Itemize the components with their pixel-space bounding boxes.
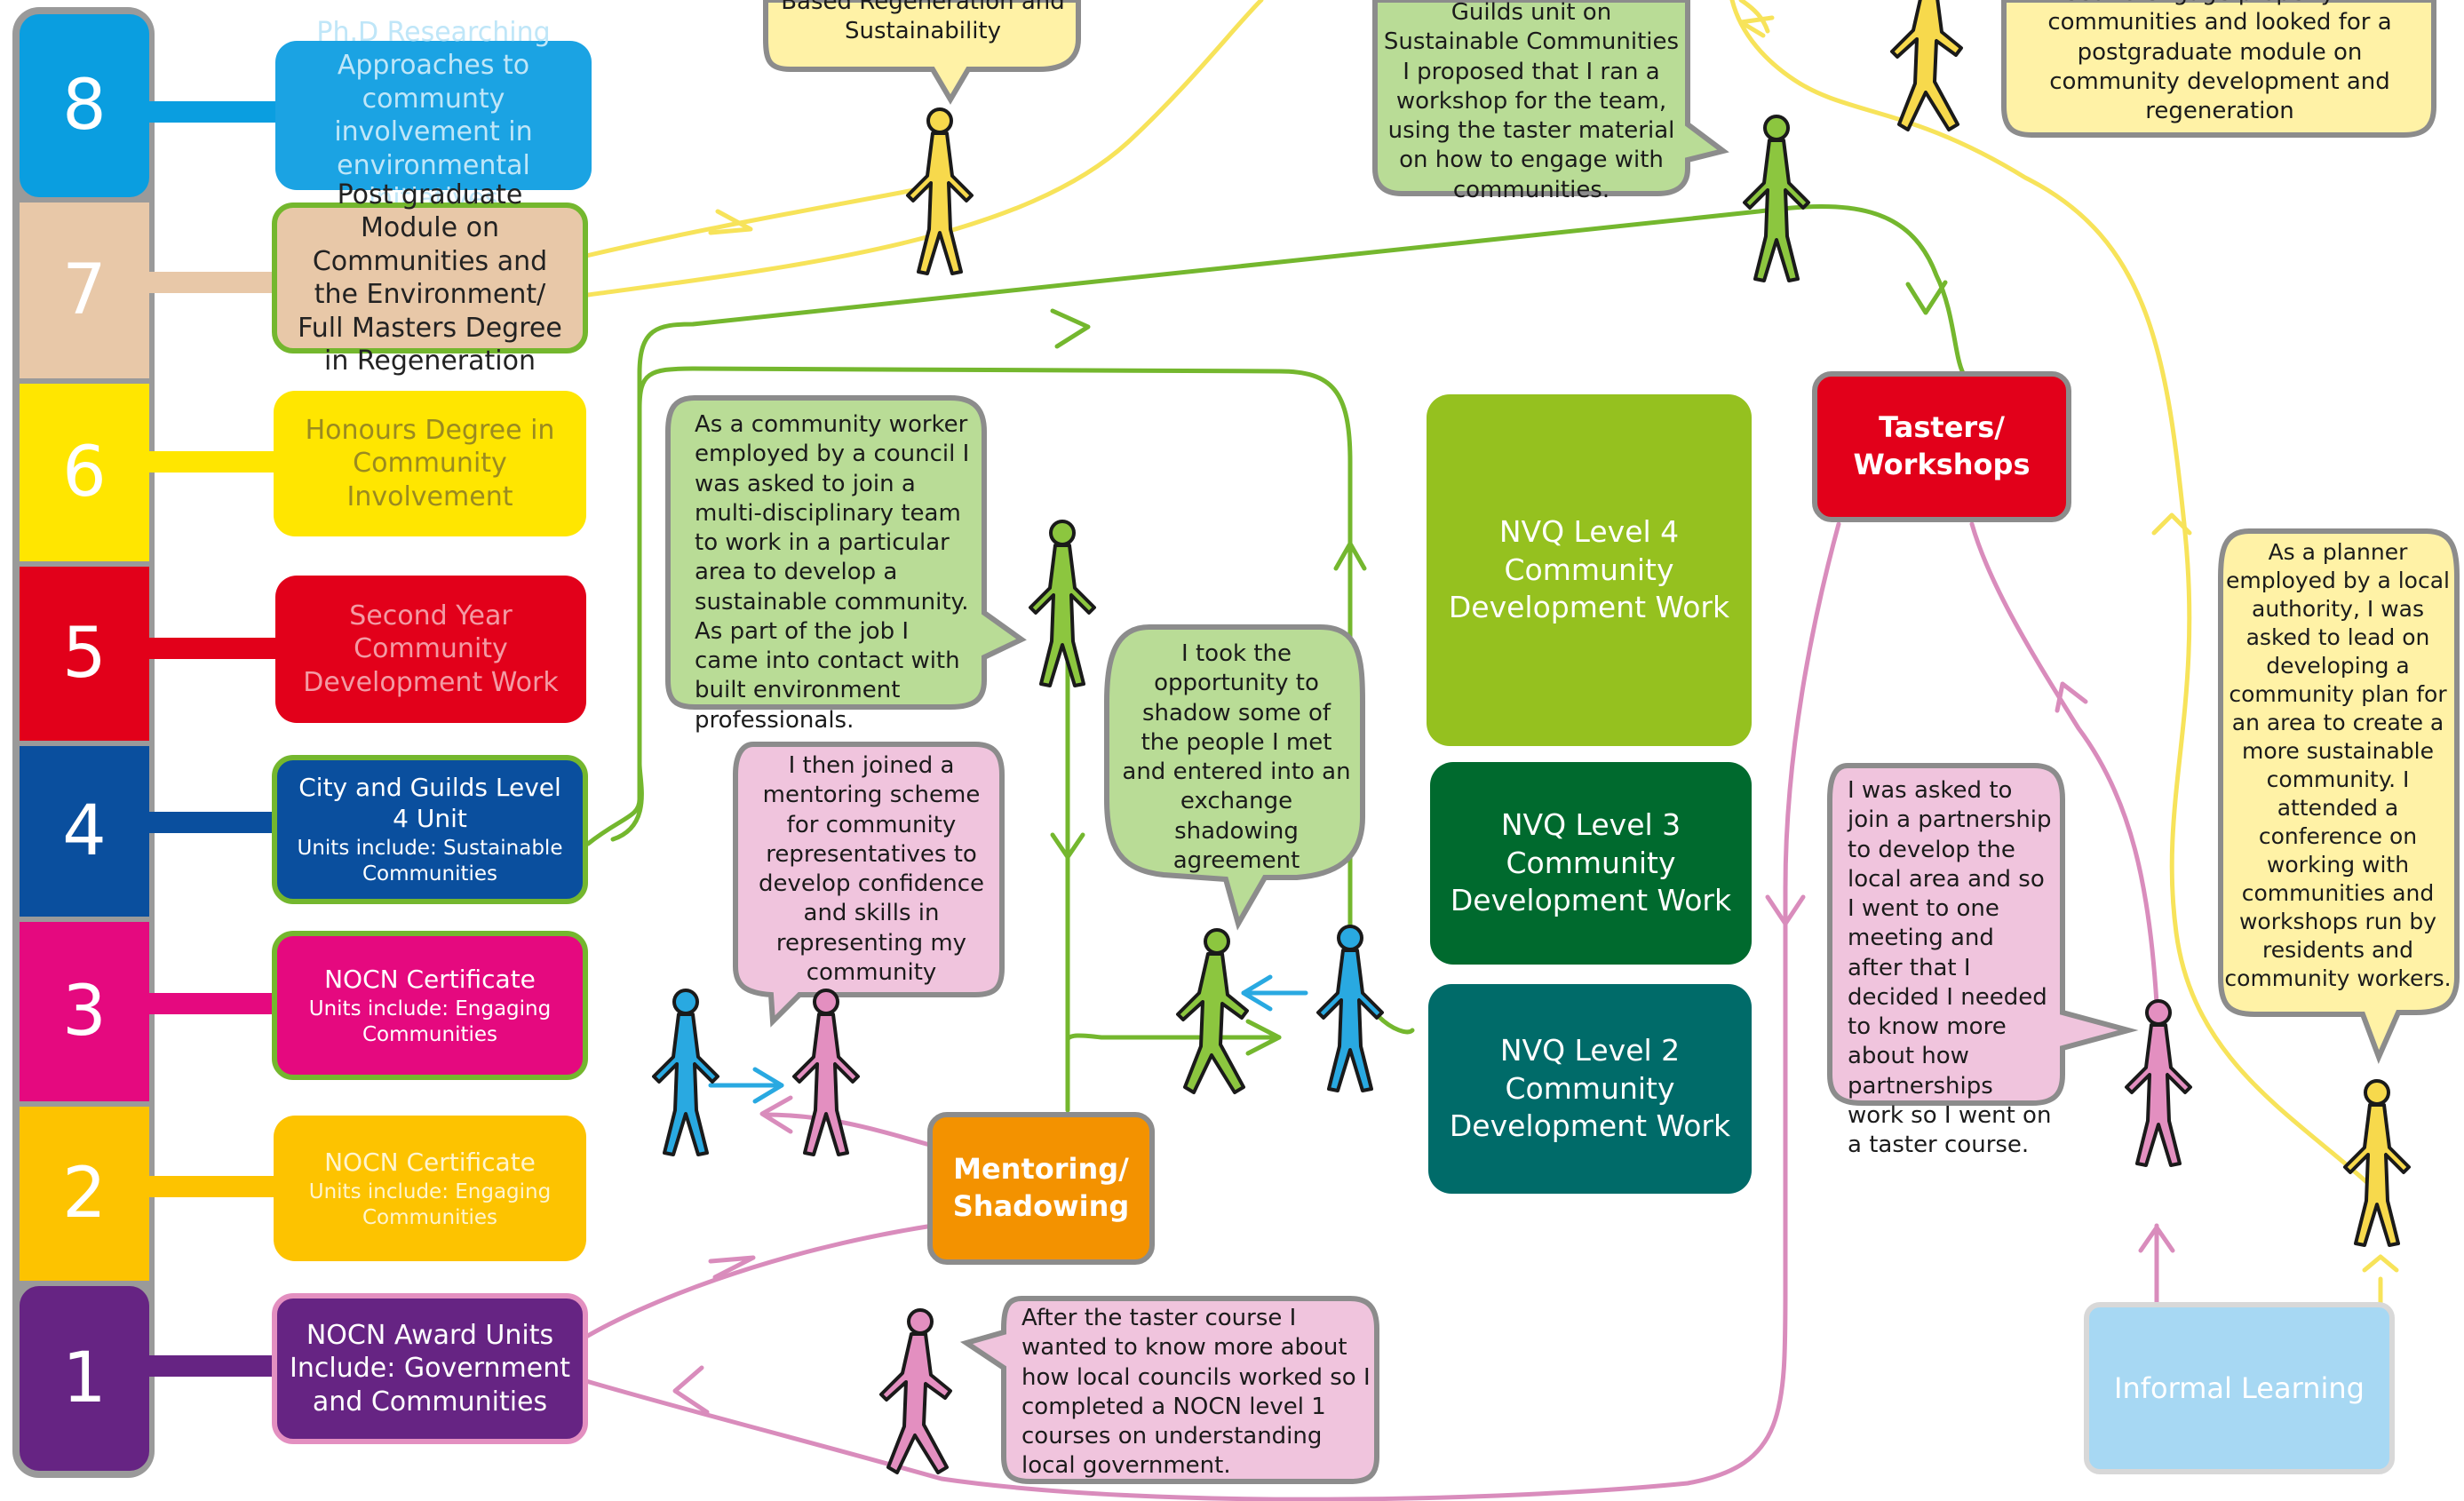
yellow-path-postgrad <box>584 184 935 258</box>
person-icon-yellow-planner <box>2343 1079 2411 1247</box>
bubble-partnership-text: I was asked to join a partnership to dev… <box>1848 777 2052 1159</box>
bubble-top-green-text: Guilds unit on Sustainable Communities I… <box>1383 0 1680 203</box>
qualification-postgrad: Post graduate Module on Communities and … <box>272 179 588 377</box>
level-connectors <box>149 101 279 1377</box>
bubble-shadow-text: I took the opportunity to shadow some of… <box>1122 640 1351 874</box>
yellow-path-up <box>585 0 1264 298</box>
person-icon-yellow-walking <box>1890 0 1963 131</box>
level-number-5: 5 <box>62 614 107 694</box>
bubble-community-worker-text: As a community worker employed by a coun… <box>695 411 970 734</box>
bubble-shadow-shape <box>1104 624 1365 931</box>
bubble-mentoring-scheme-text: I then joined a mentoring scheme for com… <box>758 752 985 986</box>
bubble-top-yellow-text: Based Regeneration and Sustainability <box>781 0 1065 45</box>
level-6-cell <box>20 384 149 561</box>
bubble-planner-shape <box>2218 528 2460 1064</box>
level-7-cell <box>20 203 149 378</box>
level-number-8: 8 <box>62 66 107 146</box>
level-1-cell <box>20 1286 149 1471</box>
hub-mentoring-shadowing: Mentoring/ Shadowing <box>927 1112 1155 1265</box>
bubble-planner-text: As a planner employed by a local authori… <box>2224 539 2452 991</box>
qualification-nocn-certificate-2: NOCN Certificate Units include: Engaging… <box>274 1116 586 1261</box>
bubble-community-worker-shape <box>665 395 1027 710</box>
hub-informal-learning: Informal Learning <box>2084 1302 2395 1474</box>
person-icon-green-shadow <box>1176 928 1249 1094</box>
level-number-3: 3 <box>62 972 107 1052</box>
person-icon-green-mid <box>1029 520 1096 687</box>
person-icon-green-top <box>1743 115 1810 282</box>
person-icon-blue-shadow <box>1316 925 1384 1092</box>
qualification-phd: Ph.D Researching Approaches to communty … <box>275 17 592 214</box>
pink-path-award <box>584 1223 935 1339</box>
qualification-honours: Honours Degree in Community Involvement <box>274 391 586 536</box>
person-icon-yellow-top <box>906 107 974 275</box>
nvq-level-4: NVQ Level 4 Community Development Work <box>1427 394 1752 746</box>
level-3-cell <box>20 922 149 1101</box>
level-bar <box>12 7 155 1478</box>
qualification-city-guilds: City and Guilds Level 4 Unit Units inclu… <box>272 755 588 904</box>
bubble-top-yellow-shape <box>763 0 1081 105</box>
bubble-partnership-shape <box>1827 763 2139 1106</box>
speech-bubbles <box>665 0 2460 1484</box>
qualification-second-year: Second Year Community Development Work <box>275 576 586 723</box>
qualification-nocn-certificate-3: NOCN Certificate Units include: Engaging… <box>272 931 588 1080</box>
bubble-top-green-shape <box>1372 0 1729 196</box>
level-2-cell <box>20 1107 149 1281</box>
bubble-taster-course-text: After the taster course I wanted to know… <box>1021 1305 1371 1480</box>
hub-tasters-workshops: Tasters/ Workshops <box>1812 371 2071 522</box>
qualification-nocn-award: NOCN Award Units Include: Government and… <box>272 1293 588 1444</box>
level-4-cell <box>20 746 149 917</box>
level-number-6: 6 <box>62 433 107 512</box>
person-icon-pink-right <box>2125 999 2192 1167</box>
bubble-top-right-shape <box>2001 0 2436 138</box>
level-number-1: 1 <box>62 1338 107 1418</box>
nvq-level-3: NVQ Level 3 Community Development Work <box>1430 762 1752 965</box>
person-icon-pink-mentor <box>792 989 860 1156</box>
person-icon-blue-mentee <box>652 989 719 1156</box>
yellow-path-planner <box>1729 0 2383 1197</box>
pink-path-loop <box>584 521 1841 1501</box>
level-8-cell <box>20 14 149 197</box>
bubble-top-right-text: need to engage properly with communities… <box>2047 0 2392 125</box>
level-number-7: 7 <box>62 250 107 330</box>
level-number-2: 2 <box>62 1154 107 1234</box>
nvq-level-2: NVQ Level 2 Community Development Work <box>1428 984 1752 1194</box>
bubble-mentoring-scheme-shape <box>733 742 1005 1028</box>
level-5-cell <box>20 567 149 741</box>
person-icon-pink-walking <box>879 1308 952 1474</box>
bubble-taster-course-shape <box>959 1296 1379 1484</box>
level-number-4: 4 <box>62 791 107 871</box>
